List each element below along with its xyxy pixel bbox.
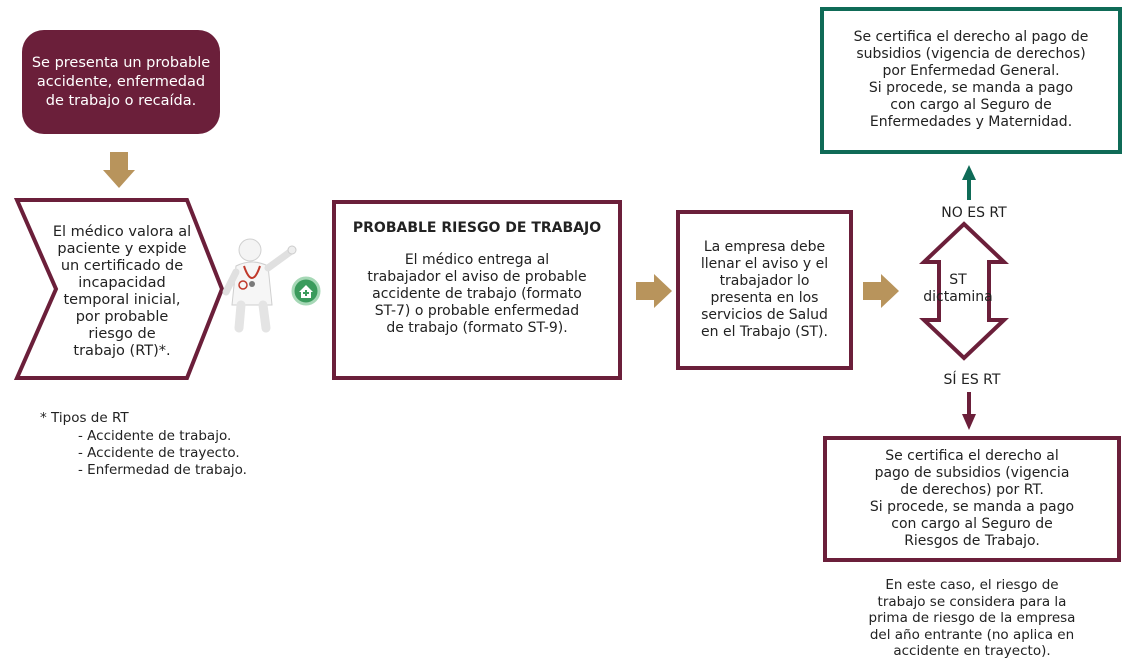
medico-chevron-shape <box>13 198 225 380</box>
probable-riesgo-box: PROBABLE RIESGO DE TRABAJO El médico ent… <box>332 200 622 380</box>
decision-double-arrow <box>918 221 1010 361</box>
arrow-right-1 <box>636 274 672 308</box>
no-es-rt-label: NO ES RT <box>941 205 1007 221</box>
no-rt-result-box: Se certifica el derecho al pago de subsi… <box>820 7 1122 154</box>
medico-chevron-text: El médico valora al paciente y expide un… <box>52 224 192 359</box>
rt-type-item: - Enfermedad de trabajo. <box>78 462 247 478</box>
empresa-box: La empresa debe llenar el aviso y el tra… <box>676 210 853 370</box>
probable-riesgo-body: El médico entrega al trabajador el aviso… <box>367 252 587 336</box>
health-house-icon <box>291 276 321 306</box>
si-rt-result-text: Se certifica el derecho al pago de subsi… <box>869 448 1075 549</box>
arrow-down-start <box>103 152 135 188</box>
rt-type-item: - Accidente de trabajo. <box>78 428 232 444</box>
doctor-figure-icon <box>222 238 297 333</box>
start-box-text: Se presenta un probable accidente, enfer… <box>31 54 211 109</box>
maroon-arrow-head <box>962 414 976 430</box>
empresa-box-text: La empresa debe llenar el aviso y el tra… <box>700 239 829 340</box>
arrow-right-2 <box>863 274 899 308</box>
rt-types-heading: * Tipos de RT <box>40 410 129 426</box>
probable-riesgo-title: PROBABLE RIESGO DE TRABAJO <box>352 220 602 236</box>
si-rt-result-box: Se certifica el derecho al pago de subsi… <box>823 436 1121 562</box>
st-dictamina-label: ST dictamina <box>923 272 993 305</box>
si-es-rt-label: SÍ ES RT <box>943 372 1001 388</box>
prima-riesgo-note: En este caso, el riesgo de trabajo se co… <box>868 577 1076 659</box>
no-rt-result-text: Se certifica el derecho al pago de subsi… <box>853 29 1089 130</box>
start-box: Se presenta un probable accidente, enfer… <box>22 30 220 134</box>
green-arrow-head <box>962 165 976 180</box>
rt-type-item: - Accidente de trayecto. <box>78 445 240 461</box>
rt-types-list: * Tipos de RT - Accidente de trabajo. - … <box>40 410 247 479</box>
